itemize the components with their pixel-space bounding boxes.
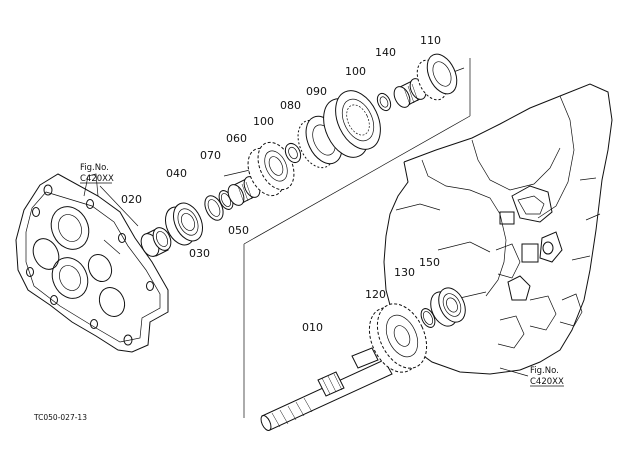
fig-ref-left-line1: Fig.No.: [80, 163, 109, 173]
label-040: 040: [166, 167, 187, 180]
label-130: 120: [365, 288, 386, 301]
label-070: 070: [200, 149, 221, 162]
label-080: 080: [280, 99, 301, 112]
part-130-gear: [368, 303, 428, 373]
label-010: 010: [302, 321, 323, 334]
fig-ref-right-line2: C420XX: [530, 377, 564, 387]
transmission-case: [383, 83, 613, 375]
part-140-circlip: [420, 308, 436, 328]
fig-ref-right: Fig.No. C420XX: [530, 366, 564, 387]
part-060-gear: [247, 141, 295, 197]
drawing-code: TC050-027-13: [33, 413, 87, 422]
label-050: 050: [228, 224, 249, 237]
part-120-needle-bearing: [393, 78, 427, 108]
label-150: 150: [419, 256, 440, 269]
label-030: 030: [189, 247, 210, 260]
part-020-needle-bearing: [140, 227, 172, 257]
label-140: 130: [394, 266, 415, 279]
label-110: 110: [420, 34, 441, 47]
label-120: 140: [375, 46, 396, 59]
fig-ref-left-line2: C420XX: [80, 174, 114, 184]
part-070-needle-bearing: [227, 176, 261, 206]
label-100-upper: 100: [345, 65, 366, 78]
part-150-ball-bearing: [430, 287, 466, 327]
label-020: 020: [121, 193, 142, 206]
part-040-ball-bearing: [164, 202, 204, 246]
transmission-cover: [15, 173, 169, 353]
part-110-gear: [416, 53, 458, 101]
part-labels: 110 140 100 090 080 100 060 070 040 020 …: [121, 34, 441, 334]
part-100-washer-upper: [376, 92, 392, 112]
fig-ref-left: Fig.No. C420XX: [80, 163, 114, 184]
label-060: 060: [226, 132, 247, 145]
part-090-shift-sleeve: [323, 90, 381, 158]
part-010-shaft: [260, 347, 393, 431]
part-100-washer-lower: [284, 142, 302, 164]
fig-ref-right-line1: Fig.No.: [530, 366, 559, 376]
label-100-lower: 100: [253, 115, 274, 128]
label-090: 090: [306, 85, 327, 98]
